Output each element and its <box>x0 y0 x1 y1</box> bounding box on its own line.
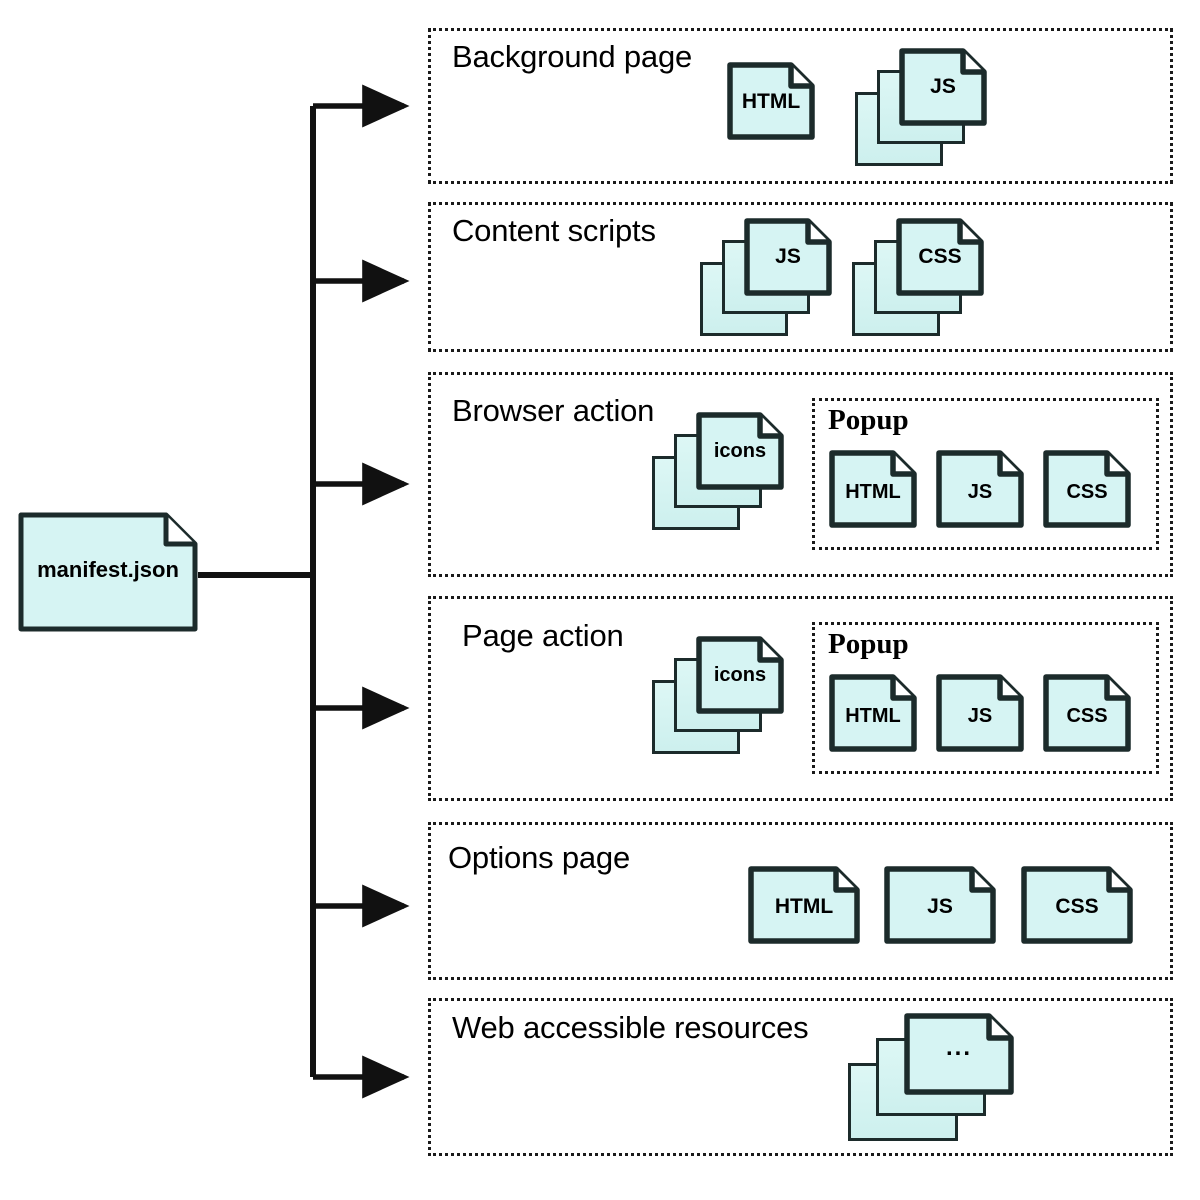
section-content-scripts-title: Content scripts <box>452 213 656 248</box>
group-popup-title: Popup <box>828 628 909 660</box>
document-shape-icon <box>1043 450 1131 528</box>
group-popup[interactable] <box>812 622 1159 774</box>
doc-stack-icons[interactable]: icons <box>652 412 784 532</box>
document-shape-icon <box>696 636 784 714</box>
doc-css[interactable]: CSS <box>896 218 984 296</box>
doc-stack-icons[interactable]: icons <box>652 636 784 756</box>
document-shape-icon <box>896 218 984 296</box>
doc-stack-web-resources[interactable]: ... <box>848 1013 1014 1141</box>
document-shape-icon <box>727 62 815 140</box>
section-web-accessible-resources-title: Web accessible resources <box>452 1010 809 1045</box>
document-shape-icon <box>1021 866 1133 944</box>
document-shape-icon <box>696 412 784 490</box>
group-popup[interactable] <box>812 398 1159 550</box>
section-options-page-title: Options page <box>448 840 631 875</box>
doc-html[interactable]: HTML <box>829 674 917 752</box>
doc-js[interactable]: JS <box>936 674 1024 752</box>
section-page-action[interactable] <box>428 596 1173 801</box>
doc-stack-css[interactable]: CSS <box>852 218 984 338</box>
doc-stack-js[interactable]: JS <box>700 218 832 338</box>
document-shape-icon <box>18 512 198 632</box>
document-shape-icon <box>1043 674 1131 752</box>
document-shape-icon <box>936 450 1024 528</box>
doc-css[interactable]: CSS <box>1021 866 1133 944</box>
document-shape-icon <box>884 866 996 944</box>
doc-stack-js[interactable]: JS <box>855 48 987 168</box>
section-browser-action-title: Browser action <box>452 393 655 428</box>
doc-css[interactable]: CSS <box>1043 674 1131 752</box>
section-web-accessible-resources[interactable] <box>428 998 1173 1156</box>
doc-css[interactable]: CSS <box>1043 450 1131 528</box>
doc-icons[interactable]: icons <box>696 412 784 490</box>
doc-html[interactable]: HTML <box>727 62 815 140</box>
document-shape-icon <box>744 218 832 296</box>
doc-icons[interactable]: icons <box>696 636 784 714</box>
node-manifest-json[interactable]: manifest.json <box>18 512 198 632</box>
document-shape-icon <box>936 674 1024 752</box>
group-popup-title: Popup <box>828 404 909 436</box>
section-background-page-title: Background page <box>452 39 693 74</box>
document-shape-icon <box>748 866 860 944</box>
document-shape-icon <box>829 450 917 528</box>
section-page-action-title: Page action <box>462 618 624 653</box>
doc-web-resource[interactable]: ... <box>904 1013 1014 1095</box>
doc-js[interactable]: JS <box>936 450 1024 528</box>
document-shape-icon <box>904 1013 1014 1095</box>
document-shape-icon <box>899 48 987 126</box>
doc-js[interactable]: JS <box>884 866 996 944</box>
doc-html[interactable]: HTML <box>748 866 860 944</box>
doc-html[interactable]: HTML <box>829 450 917 528</box>
doc-js[interactable]: JS <box>744 218 832 296</box>
document-shape-icon <box>829 674 917 752</box>
doc-js[interactable]: JS <box>899 48 987 126</box>
